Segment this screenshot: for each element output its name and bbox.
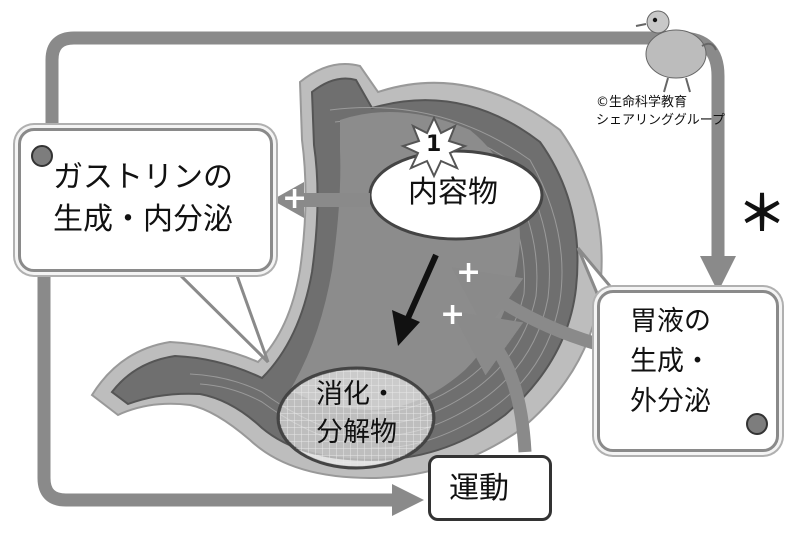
mascot-doodle xyxy=(635,10,717,93)
stomach-striations xyxy=(189,107,563,449)
contents-to-digestion-arrow xyxy=(405,253,439,320)
gastrin-to-motility-arrow xyxy=(37,272,398,507)
gastric-juice-box: 胃液の 生成・ 外分泌 xyxy=(597,290,779,452)
gastrin-line-2: 生成・内分泌 xyxy=(53,202,233,237)
digestion-line-2: 分解物 xyxy=(316,417,397,448)
gastrin-to-motility-arrowhead xyxy=(392,484,424,516)
credit-line-2: シェアリンググループ xyxy=(596,113,725,128)
plus-sign-gastric-juice: + xyxy=(456,255,482,290)
gastric-juice-stimulus-arrow xyxy=(451,267,614,355)
contents-badge-number: 1 xyxy=(426,132,442,157)
plus-sign-motility: + xyxy=(440,297,466,332)
gastrin-box: ガストリンの 生成・内分泌 xyxy=(18,128,273,272)
plus-sign-gastrin: + xyxy=(282,181,308,216)
motility-label: 運動 xyxy=(449,471,509,506)
motility-stimulus-arrow xyxy=(451,311,532,453)
credit-line-1: ©生命科学教育 xyxy=(596,95,688,110)
gastric-juice-box-dot xyxy=(746,413,768,435)
gastrin-line-1: ガストリンの xyxy=(53,160,233,195)
gastric-juice-line-1: 胃液の xyxy=(630,306,711,337)
gastric-juice-line-3: 外分泌 xyxy=(630,386,711,417)
contents-label: 内容物 xyxy=(408,175,498,210)
gastrin-box-dot xyxy=(31,145,53,167)
gastric-juice-line-2: 生成・ xyxy=(630,346,711,377)
asterisk-mark: ＊ xyxy=(738,186,787,242)
starburst-badge xyxy=(400,115,468,179)
digestion-line-1: 消化・ xyxy=(316,379,397,410)
motility-box: 運動 xyxy=(428,455,552,521)
feedback-loop-arrowhead xyxy=(700,256,736,292)
